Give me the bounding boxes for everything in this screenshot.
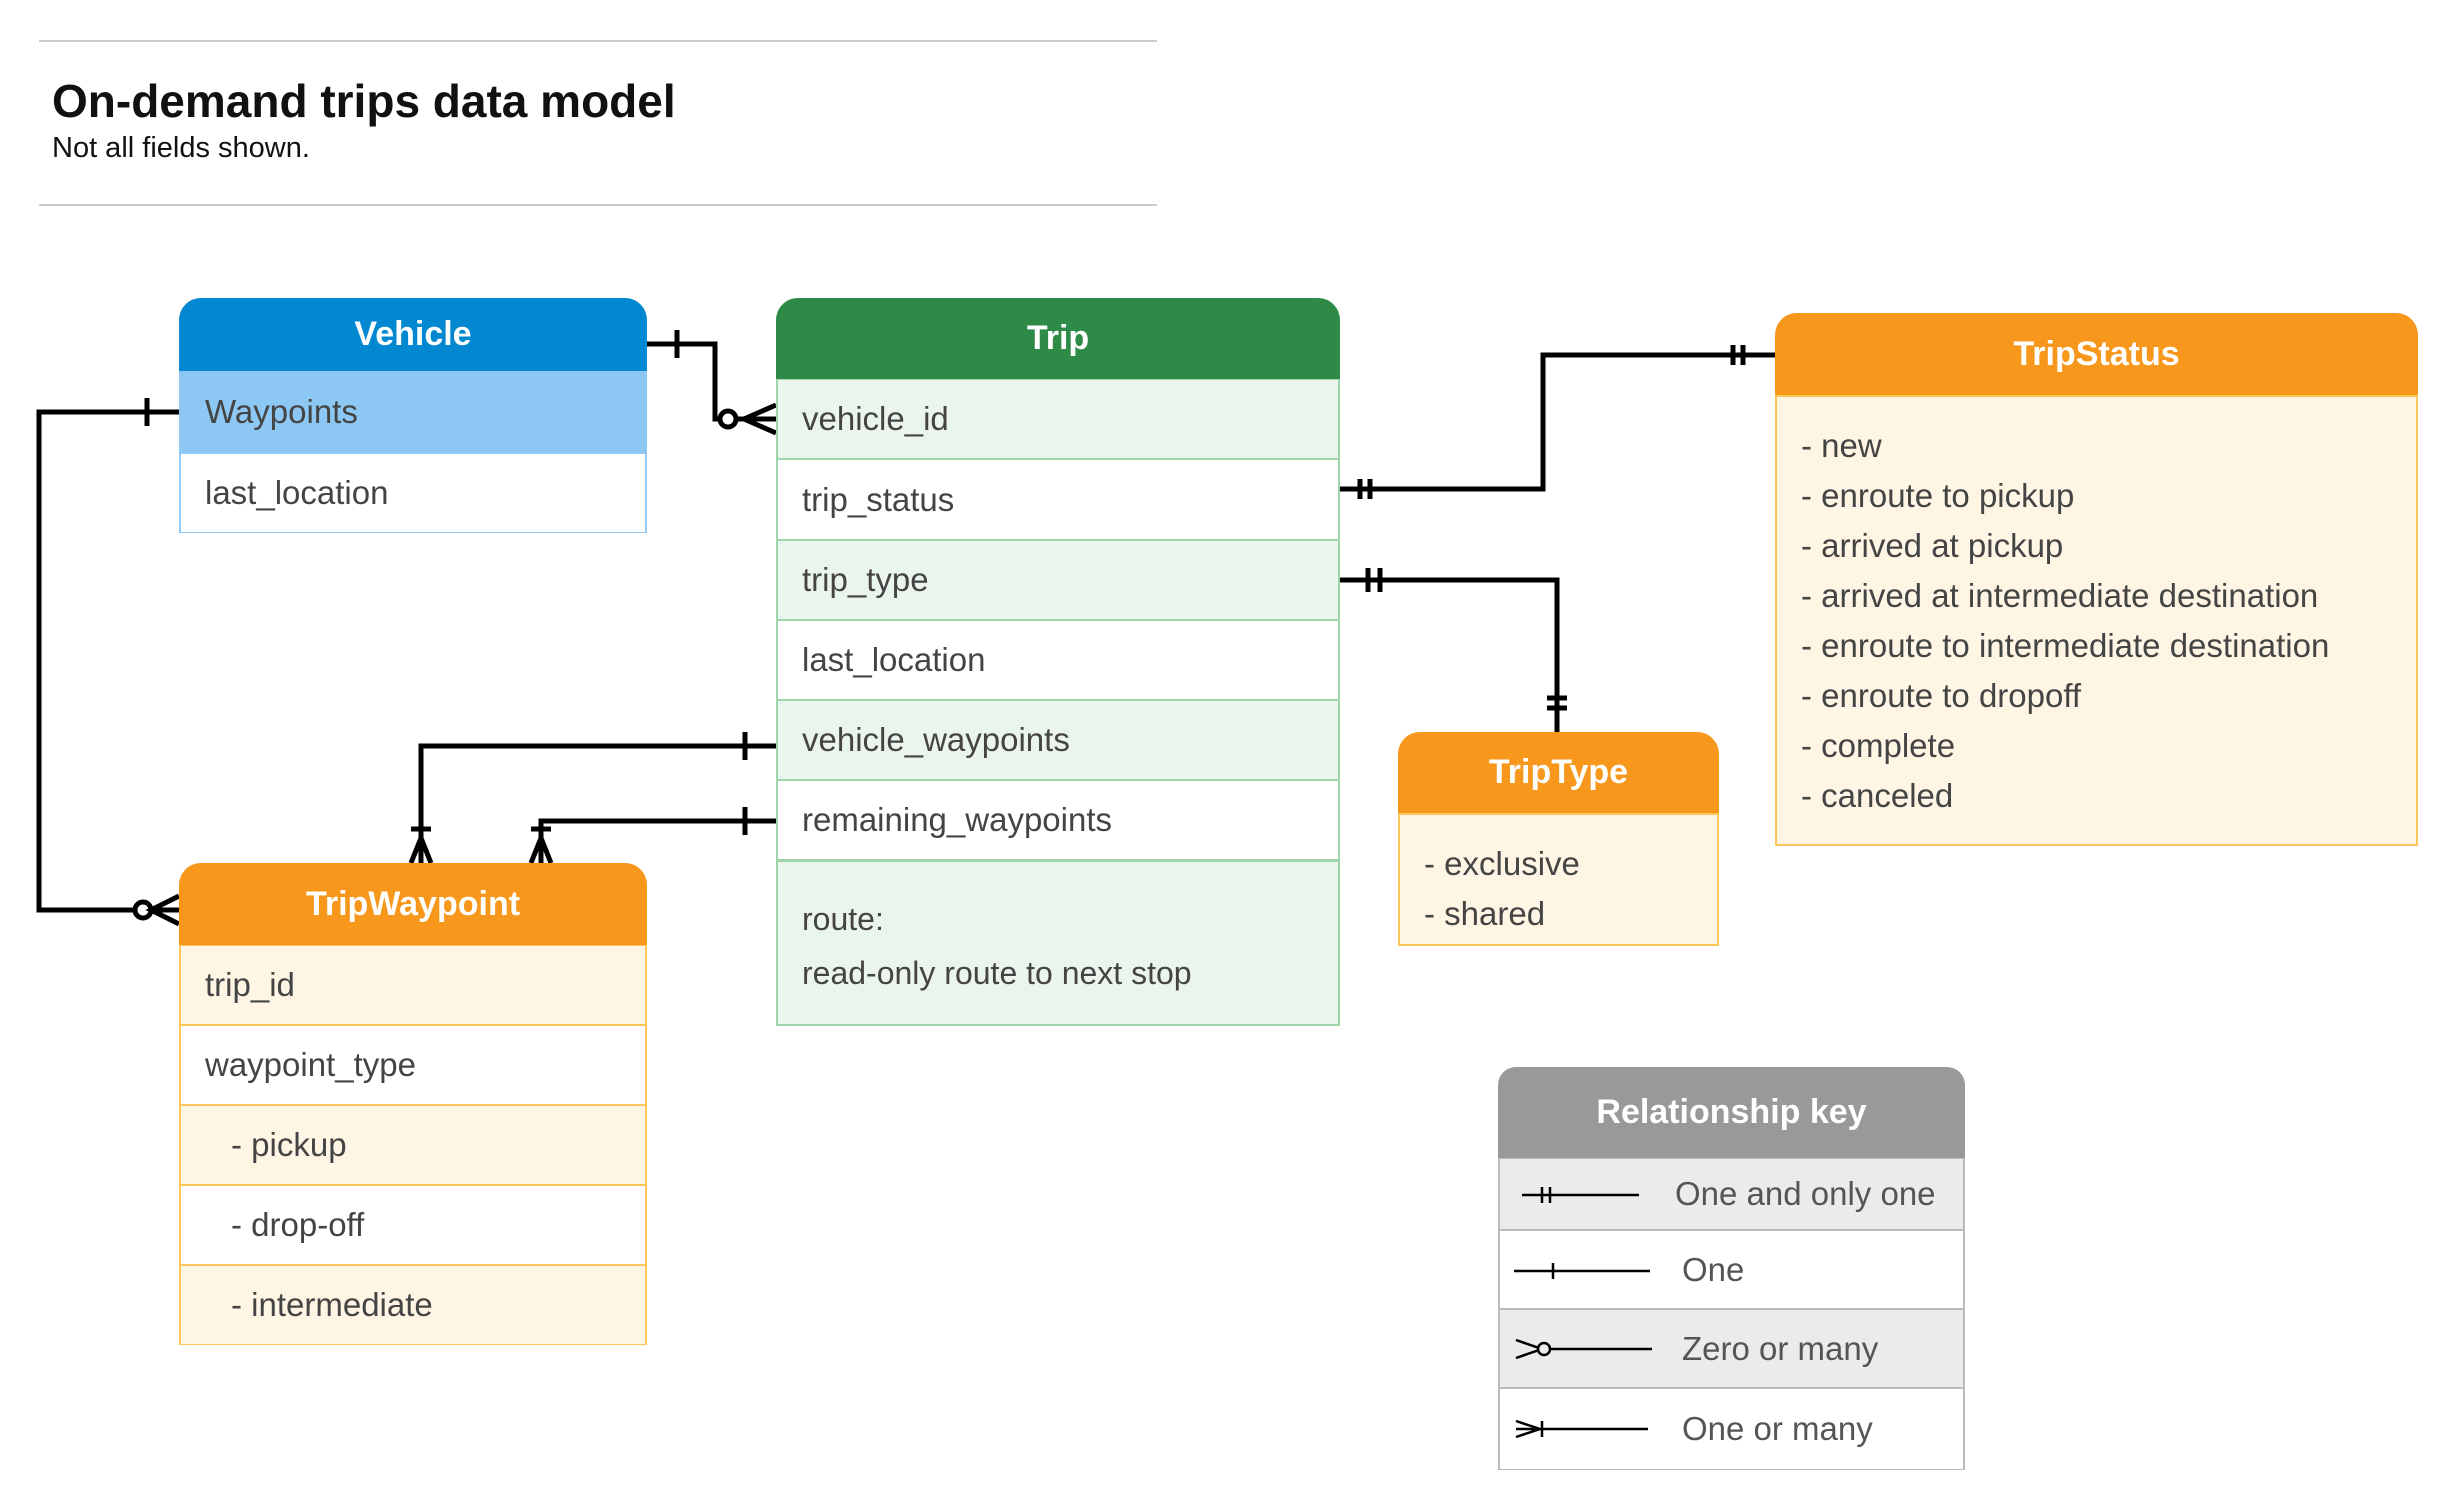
zero-or-many-icon bbox=[1515, 1338, 1652, 1360]
trip-status-values: - new - enroute to pickup - arrived at p… bbox=[1775, 395, 2418, 846]
waypoint-type-value: - drop-off bbox=[179, 1185, 647, 1265]
status-value: - enroute to intermediate destination bbox=[1801, 627, 2330, 664]
one-or-many-icon bbox=[1515, 1419, 1648, 1439]
trip-waypoint-header: TripWaypoint bbox=[179, 863, 647, 945]
trip-status-connector bbox=[1340, 345, 1775, 499]
key-title: Relationship key bbox=[1498, 1067, 1965, 1158]
trip-field: remaining_waypoints bbox=[776, 780, 1340, 860]
trip-field: vehicle_id bbox=[776, 379, 1340, 459]
route-description: read-only route to next stop bbox=[802, 955, 1192, 991]
trip-route: route: read-only route to next stop bbox=[776, 860, 1340, 1026]
top-divider bbox=[39, 40, 1157, 42]
trip-field: trip_status bbox=[776, 459, 1340, 540]
route-label: route: bbox=[802, 901, 884, 937]
trip-field: last_location bbox=[776, 620, 1340, 700]
status-value: - canceled bbox=[1801, 777, 1954, 814]
waypoint-field: trip_id bbox=[179, 945, 647, 1025]
waypoint-field: waypoint_type bbox=[179, 1025, 647, 1105]
vehicle-waypoint-connector bbox=[36, 398, 181, 927]
trip-field: trip_type bbox=[776, 540, 1340, 620]
type-value: - shared bbox=[1424, 895, 1546, 932]
key-item-one-or-many: One or many bbox=[1498, 1388, 1965, 1470]
vehicle-field: last_location bbox=[179, 453, 647, 533]
one-icon bbox=[1514, 1263, 1650, 1279]
trip-type-connector bbox=[1340, 568, 1567, 732]
waypoint-type-value: - intermediate bbox=[179, 1265, 647, 1345]
waypoint-type-value: - pickup bbox=[179, 1105, 647, 1185]
type-value: - exclusive bbox=[1424, 845, 1580, 882]
bottom-divider bbox=[39, 204, 1157, 206]
page-title: On-demand trips data model bbox=[52, 75, 676, 127]
status-value: - arrived at pickup bbox=[1801, 527, 2064, 564]
relationship-key: Relationship key One and only one One Ze… bbox=[1498, 1067, 1965, 1470]
vehicle-waypoints-connector bbox=[408, 732, 776, 864]
key-item-zero-or-many: Zero or many bbox=[1498, 1309, 1965, 1388]
key-label: One bbox=[1682, 1250, 1745, 1288]
key-label: One and only one bbox=[1675, 1175, 1936, 1212]
key-label: One or many bbox=[1682, 1410, 1873, 1447]
page-subtitle: Not all fields shown. bbox=[52, 132, 310, 164]
vehicle-entity: Vehicle Waypoints last_location bbox=[179, 298, 647, 533]
key-item-one: One bbox=[1498, 1230, 1965, 1309]
status-value: - arrived at intermediate destination bbox=[1801, 577, 2319, 614]
status-value: - complete bbox=[1801, 727, 1956, 764]
key-label: Zero or many bbox=[1682, 1329, 1879, 1367]
status-value: - enroute to pickup bbox=[1801, 477, 2075, 514]
vehicle-header: Vehicle bbox=[179, 298, 647, 371]
key-item-one-and-only-one: One and only one bbox=[1498, 1158, 1965, 1230]
trip-type-header: TripType bbox=[1398, 732, 1719, 813]
trip-type-values: - exclusive - shared bbox=[1398, 813, 1719, 946]
trip-status-header: TripStatus bbox=[1775, 313, 2418, 395]
trip-status-entity: TripStatus - new - enroute to pickup - a… bbox=[1775, 313, 2418, 846]
trip-type-entity: TripType - exclusive - shared bbox=[1398, 732, 1719, 946]
vehicle-field: Waypoints bbox=[179, 371, 647, 453]
remaining-waypoints-connector bbox=[528, 807, 776, 864]
trip-entity: Trip vehicle_id trip_status trip_type la… bbox=[776, 298, 1340, 1026]
status-value: - enroute to dropoff bbox=[1801, 677, 2082, 714]
vehicle-trip-connector bbox=[647, 330, 778, 436]
trip-waypoint-entity: TripWaypoint trip_id waypoint_type - pic… bbox=[179, 863, 647, 1345]
trip-field: vehicle_waypoints bbox=[776, 700, 1340, 780]
status-value: - new bbox=[1801, 427, 1882, 464]
one-and-only-one-icon bbox=[1522, 1187, 1639, 1203]
trip-header: Trip bbox=[776, 298, 1340, 379]
